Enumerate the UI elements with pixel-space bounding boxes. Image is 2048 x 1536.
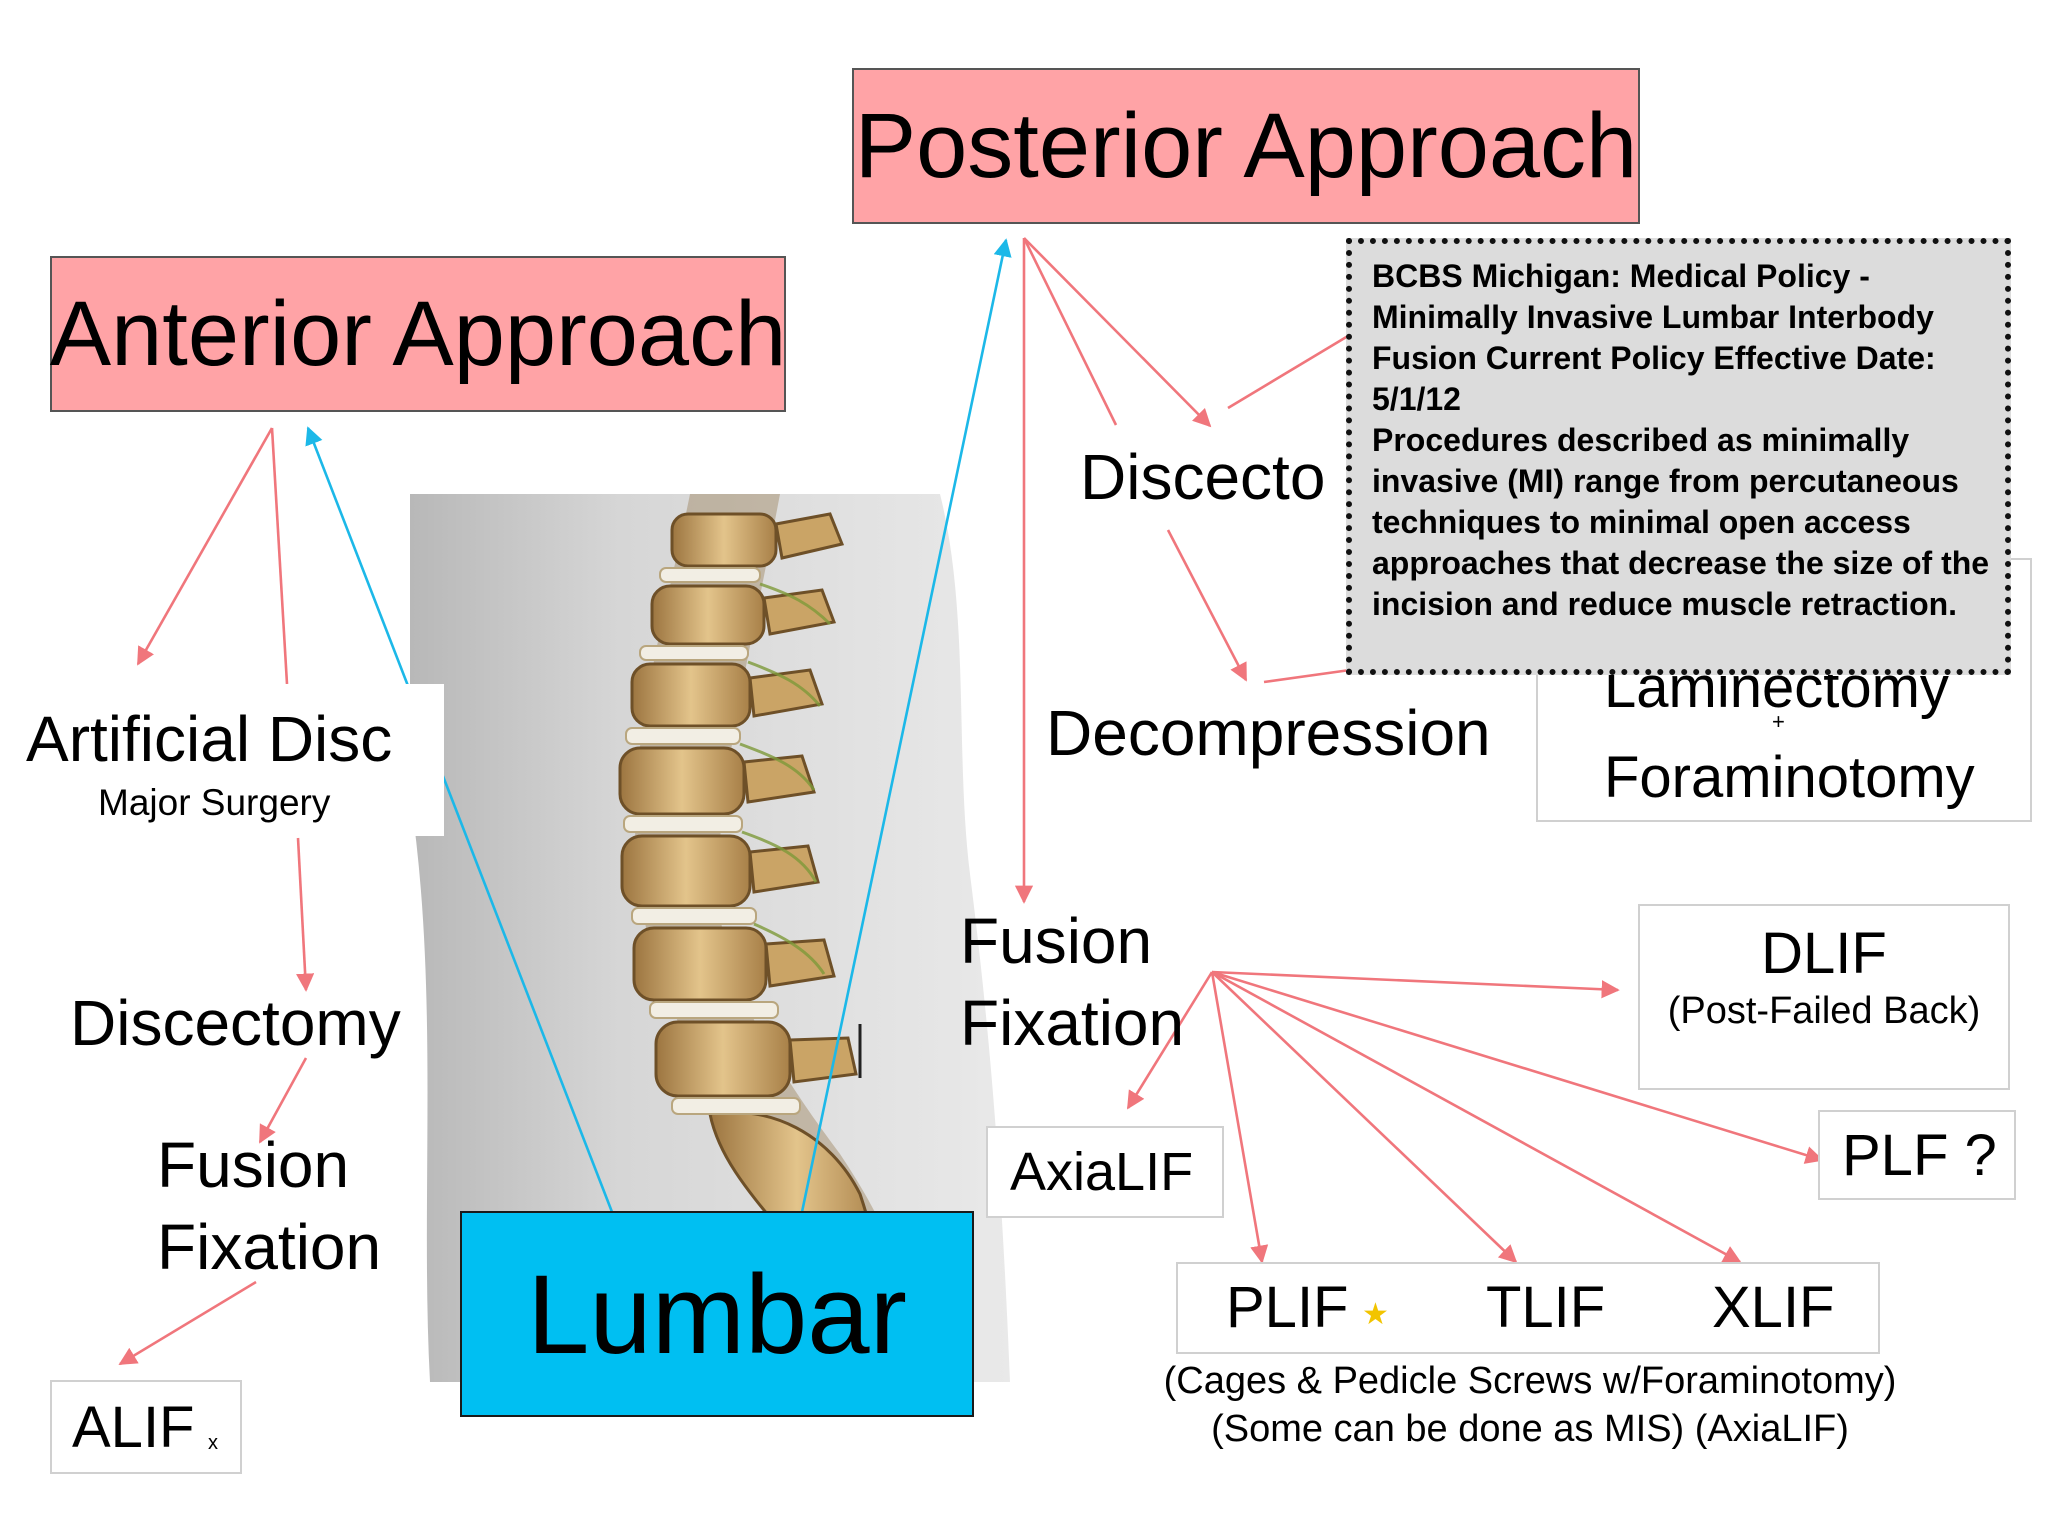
bcbs-policy-note: BCBS Michigan: Medical Policy - Minimall…: [1346, 238, 2011, 675]
arrow-posterior-to-discectomy: [1023, 237, 1212, 428]
posterior-fixation-label: Fixation: [960, 987, 1185, 1059]
policy-note-heading: BCBS Michigan: Medical Policy - Minimall…: [1372, 258, 1936, 417]
posterior-approach-title: Posterior Approach: [854, 94, 1638, 197]
line-anterior-to-disc-label: [270, 427, 289, 685]
decompression-label: Decompression: [1046, 697, 1491, 769]
plf-box: PLF ?: [1818, 1110, 2016, 1200]
tlif-label: TLIF: [1486, 1275, 1606, 1340]
line-posterior-to-discectomy: [1022, 237, 1118, 426]
arrow-fusion-to-dlif: [1211, 970, 1620, 999]
foraminotomy-label: Foraminotomy: [1604, 745, 1975, 810]
xlif-label: XLIF: [1712, 1275, 1835, 1340]
posterior-fusion-label: Fusion: [960, 905, 1153, 977]
group-note-line-2: (Some can be done as MIS) (AxiaLIF): [1211, 1408, 1849, 1450]
arrow-artificial-disc-to-discectomy: [296, 837, 315, 992]
dlif-note: (Post-Failed Back): [1667, 990, 1981, 1032]
plus-sign: +: [1772, 709, 1785, 734]
anterior-approach-title: Anterior Approach: [49, 282, 787, 385]
arrow-anterior-to-artificial-disc: [136, 427, 274, 666]
lumbar-box: Lumbar: [460, 1211, 974, 1417]
arrow-discectomy-to-decompression: [1166, 529, 1248, 682]
dlif-box: DLIF (Post-Failed Back): [1638, 904, 2010, 1090]
lumbar-label: Lumbar: [527, 1251, 907, 1377]
dlif-label: DLIF: [1761, 921, 1887, 986]
anterior-approach-header: Anterior Approach: [50, 256, 786, 412]
group-note-line-1: (Cages & Pedicle Screws w/Foraminotomy): [1163, 1360, 1897, 1402]
line-decompression-to-laminectomy: [1263, 668, 1351, 684]
line-discectomy-to-note: [1227, 334, 1349, 410]
posterior-approach-header: Posterior Approach: [852, 68, 1640, 224]
posterior-discectomy-label: Discecto: [1080, 441, 1326, 513]
anterior-fusion-label: Fusion: [157, 1129, 350, 1201]
arrow-fusion-to-plif: [1210, 971, 1269, 1264]
alif-mark: x: [208, 1432, 218, 1454]
artificial-disc-panel: Artificial Disc Major Surgery: [0, 684, 444, 836]
arrow-fusion-to-tlif: [1211, 971, 1518, 1264]
plf-label: PLF ?: [1842, 1123, 1997, 1188]
alif-label: ALIF: [72, 1395, 195, 1460]
major-surgery-note: Major Surgery: [98, 782, 331, 823]
star-icon: ★: [1362, 1298, 1389, 1331]
axialif-box: AxiaLIF: [986, 1126, 1224, 1218]
policy-note-body: Procedures described as minimally invasi…: [1372, 422, 1990, 622]
axialif-label: AxiaLIF: [1010, 1142, 1194, 1202]
arrow-fusion-to-alif: [118, 1280, 257, 1366]
artificial-disc-label: Artificial Disc: [26, 703, 393, 775]
anterior-fixation-label: Fixation: [157, 1211, 382, 1283]
anterior-discectomy-label: Discectomy: [70, 987, 401, 1059]
plif-label: PLIF: [1226, 1275, 1349, 1340]
alif-box: ALIF x: [50, 1380, 242, 1474]
interbody-fusion-group-box: PLIF ★ TLIF XLIF: [1176, 1262, 1880, 1354]
